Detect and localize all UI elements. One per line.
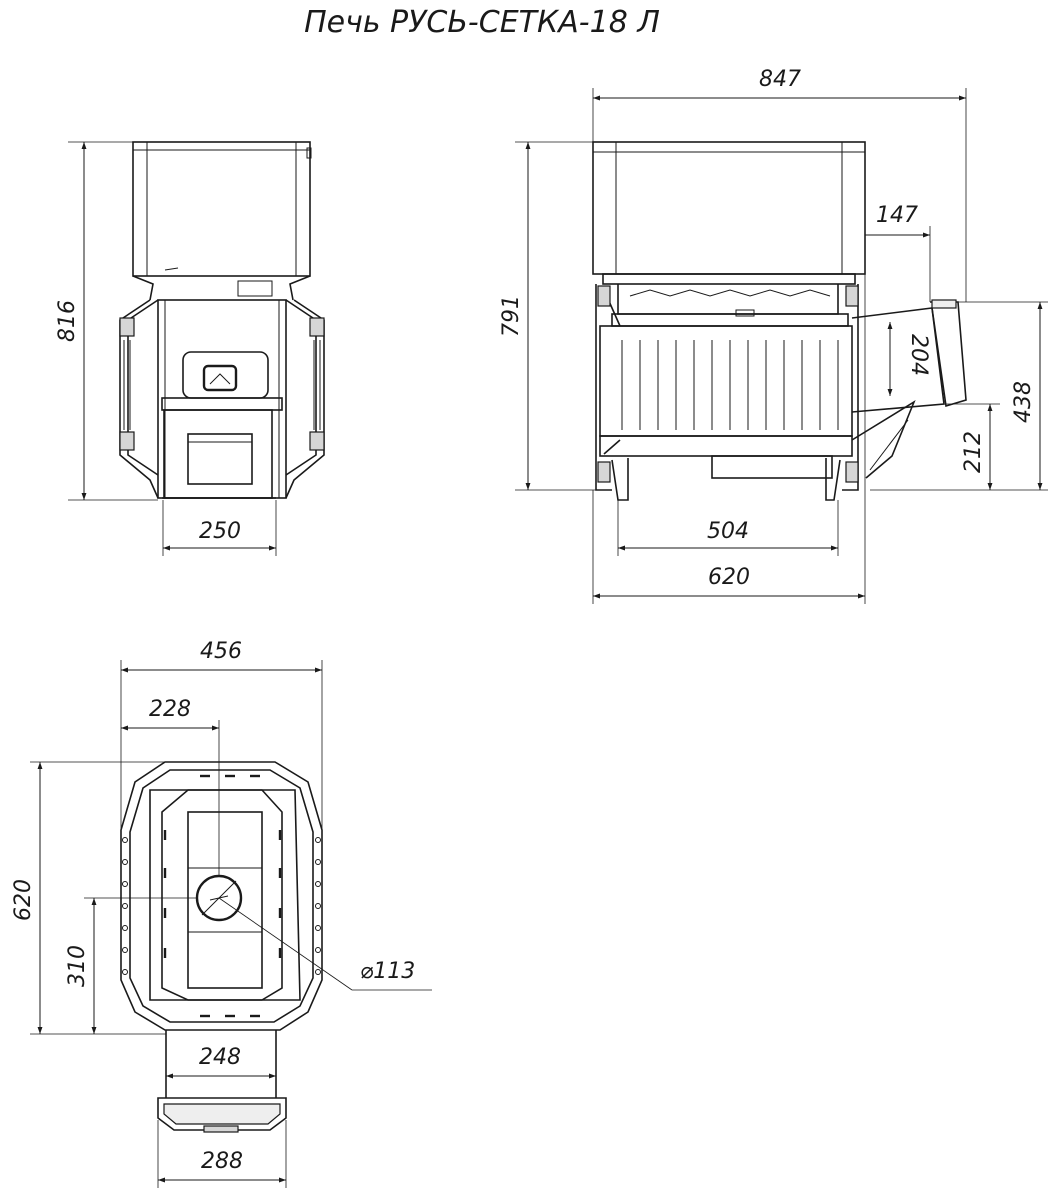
front-body [157,299,287,499]
drawing-title: Печь РУСЬ-СЕТКА-18 Л [304,5,660,40]
side-right-frame [825,284,859,501]
front-view: 816 250 [55,141,325,556]
side-view: 847 791 147 204 438 212 504 620 [499,67,1048,604]
side-ash-drawer [711,455,833,479]
dim-front-height: 816 [55,300,80,342]
top-fire-door-tunnel [157,1030,287,1133]
dim-side-legs-span: 504 [707,519,749,544]
side-flue-pipe [851,299,967,479]
dim-top-depth: 620 [11,879,36,921]
dim-side-pipe-lower: 212 [961,431,986,473]
side-mesh-body [599,325,853,457]
dim-top-half-depth: 310 [65,945,90,987]
dim-side-height: 791 [499,295,524,337]
dim-side-overall-width: 847 [759,67,801,92]
dim-top-door-outer: 288 [201,1149,243,1174]
dim-side-pipe-size: 204 [906,334,931,376]
top-inner-tank [149,774,301,1018]
dim-top-half-width: 228 [149,697,191,722]
front-tank [132,141,312,277]
dim-side-pipe-height: 438 [1011,381,1036,423]
dim-top-overall-width: 456 [200,639,242,664]
front-side-shields [119,299,325,499]
dim-top-flue-diameter: ⌀113 [360,959,415,984]
side-stone-basket [602,273,856,327]
dim-top-door-inner: 248 [199,1045,241,1070]
dim-front-width: 250 [199,519,241,544]
top-flue-outlet: ⌀113 [195,874,432,991]
top-view: ⌀113 456 228 620 310 248 288 [11,639,432,1188]
dim-side-chimney-offset: 147 [876,203,918,228]
dim-side-body-width: 620 [708,565,750,590]
side-tank [592,141,866,275]
